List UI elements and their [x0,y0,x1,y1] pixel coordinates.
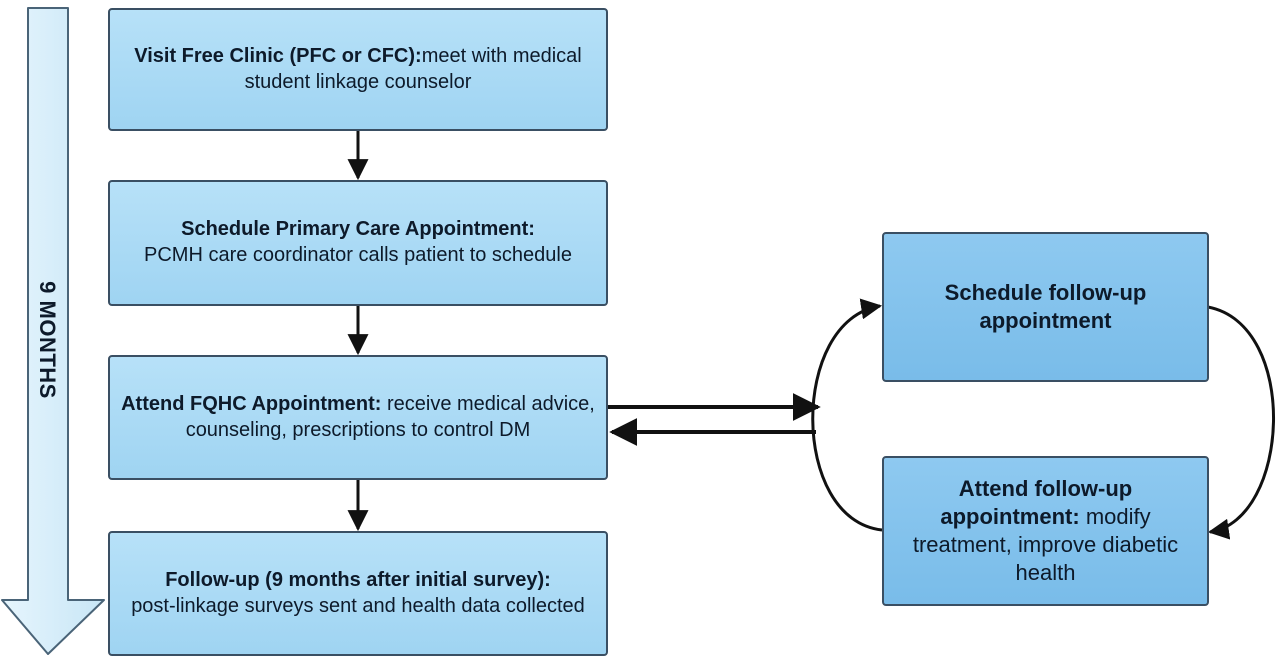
loop-attend-follow-up: Attend follow-up appointment: modify tre… [882,456,1209,606]
step-attend-fqhc-desc: receive medical advice, counseling, pres… [185,392,595,441]
loop-schedule-follow-up: Schedule follow-up appointment [882,232,1209,382]
step-schedule-primary-care-desc: PCMH care coordinator calls patient to s… [144,244,572,266]
step-schedule-primary-care-title: Schedule Primary Care Appointment: [181,218,535,241]
step-visit-free-clinic: Visit Free Clinic (PFC or CFC):meet with… [108,8,608,131]
step-attend-fqhc-title: Attend FQHC Appointment: [121,392,382,415]
step-schedule-primary-care-text: Schedule Primary Care Appointment: PCMH … [144,217,572,268]
loop-schedule-follow-up-text: Schedule follow-up appointment [910,279,1181,335]
step-visit-free-clinic-desc: meet with medical student linkage counse… [244,44,582,93]
timeline-arrow [1,7,105,655]
loop-attend-follow-up-title: Attend follow-up appointment: [940,475,1133,529]
step-follow-up-survey: Follow-up (9 months after initial survey… [108,531,608,656]
timeline-label: 9 MONTHS [35,281,60,399]
step-attend-fqhc-text: Attend FQHC Appointment: receive medical… [120,392,596,443]
loop-attend-follow-up-text: Attend follow-up appointment: modify tre… [906,475,1185,588]
step-schedule-primary-care: Schedule Primary Care Appointment: PCMH … [108,180,608,306]
step-follow-up-survey-text: Follow-up (9 months after initial survey… [131,568,585,619]
step-visit-free-clinic-title: Visit Free Clinic (PFC or CFC): [134,44,422,67]
loop-attend-follow-up-desc: modify treatment, improve diabetic healt… [912,503,1179,586]
step-visit-free-clinic-text: Visit Free Clinic (PFC or CFC):meet with… [120,44,596,95]
loop-arrow-right [1207,305,1275,540]
loop-schedule-follow-up-title: Schedule follow-up appointment [944,279,1147,333]
step-follow-up-survey-desc: post-linkage surveys sent and health dat… [131,594,585,617]
step-attend-fqhc: Attend FQHC Appointment: receive medical… [108,355,608,480]
step-follow-up-survey-title: Follow-up (9 months after initial survey… [165,568,551,591]
loop-arrow-left [811,298,883,532]
